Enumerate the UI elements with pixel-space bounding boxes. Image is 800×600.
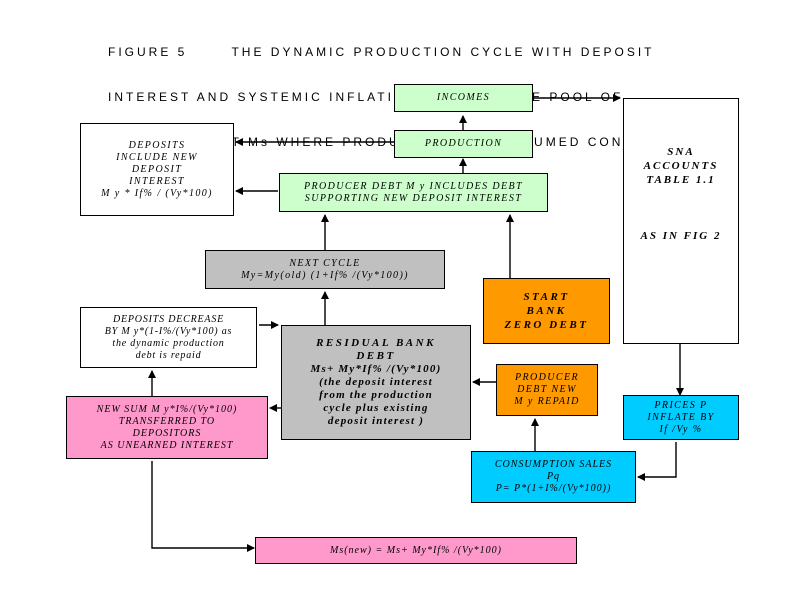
deposits-decrease-line-2: BY M y*(1-I%/(Vy*100) as <box>104 325 233 337</box>
production-label: PRODUCTION <box>424 138 503 149</box>
start-bank-box: START BANK ZERO DEBT <box>483 278 610 344</box>
sna-line-3: TABLE 1.1 <box>646 174 716 186</box>
residual-line-1: RESIDUAL BANK <box>316 337 436 349</box>
consumption-sales-box: CONSUMPTION SALES Pq P= P*(1+I%/(Vy*100)… <box>471 451 636 503</box>
sna-accounts-box: SNA ACCOUNTS TABLE 1.1 AS IN FIG 2 <box>623 98 739 344</box>
new-sum-line-4: AS UNEARNED INTEREST <box>100 439 234 451</box>
sna-line-4: AS IN FIG 2 <box>640 230 722 242</box>
producer-new-line-1: PRODUCER <box>515 372 579 383</box>
start-bank-line-1: START <box>523 291 570 303</box>
consumption-formula: P= P*(1+I%/(Vy*100)) <box>495 483 612 494</box>
producer-debt-line-2: SUPPORTING NEW DEPOSIT INTEREST <box>304 192 523 204</box>
residual-formula: Ms+ My*If% /(Vy*100) <box>310 363 442 375</box>
deposits-decrease-line-1: DEPOSITS DECREASE <box>112 313 225 325</box>
ms-new-box: Ms(new) = Ms+ My*If% /(Vy*100) <box>255 537 577 564</box>
start-bank-line-2: BANK <box>526 305 567 317</box>
new-sum-line-2: TRANSFERRED TO <box>118 415 216 427</box>
producer-new-line-2: DEBT NEW <box>517 384 577 395</box>
consumption-line-1: CONSUMPTION SALES <box>494 459 613 470</box>
sna-line-2: ACCOUNTS <box>643 160 719 172</box>
next-cycle-formula: My=My(old) (1+If% /(Vy*100)) <box>241 269 409 281</box>
deposits-formula: M y * If% / (Vy*100) <box>101 187 213 199</box>
title-line-2: INTEREST AND SYSTEMIC INFLATION SHOWING … <box>108 90 624 104</box>
new-sum-line-3: DEPOSITORS <box>132 427 202 439</box>
deposits-decrease-line-4: debt is repaid <box>135 349 202 361</box>
producer-debt-line-1: PRODUCER DEBT M y INCLUDES DEBT <box>303 180 524 192</box>
sna-line-1: SNA <box>667 146 695 158</box>
prices-line-3: If /Vy % <box>659 423 703 435</box>
deposits-line-2: INCLUDE NEW <box>116 151 198 163</box>
producer-debt-new-box: PRODUCER DEBT NEW M y REPAID <box>496 364 598 416</box>
new-sum-box: NEW SUM M y*I%/(Vy*100) TRANSFERRED TO D… <box>66 396 268 459</box>
residual-line-4: (the deposit interest <box>319 376 433 388</box>
deposits-line-4: INTEREST <box>129 175 185 187</box>
prices-box: PRICES P INFLATE BY If /Vy % <box>623 395 739 440</box>
arrow-prices-to-consumption <box>637 442 677 481</box>
title-line-1: FIGURE 5 THE DYNAMIC PRODUCTION CYCLE WI… <box>108 45 655 59</box>
residual-line-7: deposit interest ) <box>327 415 425 427</box>
deposits-decrease-line-3: the dynamic production <box>112 337 225 349</box>
ms-new-formula: Ms(new) = Ms+ My*If% /(Vy*100) <box>330 544 502 556</box>
producer-debt-box: PRODUCER DEBT M y INCLUDES DEBT SUPPORTI… <box>279 173 548 212</box>
deposits-decrease-box: DEPOSITS DECREASE BY M y*(1-I%/(Vy*100) … <box>80 307 257 368</box>
residual-line-2: DEBT <box>356 350 396 362</box>
deposits-line-1: DEPOSITS <box>128 139 186 151</box>
arrow-new-sum-to-ms-new <box>151 461 255 552</box>
residual-line-5: from the production <box>319 389 433 401</box>
consumption-line-2: Pq <box>546 471 561 482</box>
production-box: PRODUCTION <box>394 130 533 158</box>
incomes-box: INCOMES <box>394 84 533 112</box>
next-cycle-box: NEXT CYCLE My=My(old) (1+If% /(Vy*100)) <box>205 250 445 289</box>
prices-line-1: PRICES P <box>654 399 708 411</box>
start-bank-line-3: ZERO DEBT <box>504 319 589 331</box>
new-sum-line-1: NEW SUM M y*I%/(Vy*100) <box>96 403 238 415</box>
residual-bank-debt-box: RESIDUAL BANK DEBT Ms+ My*If% /(Vy*100) … <box>281 325 471 440</box>
residual-line-6: cycle plus existing <box>323 402 429 414</box>
incomes-label: INCOMES <box>436 92 491 103</box>
producer-new-line-3: M y REPAID <box>514 396 580 407</box>
prices-line-2: INFLATE BY <box>647 411 715 423</box>
deposits-box: DEPOSITS INCLUDE NEW DEPOSIT INTEREST M … <box>80 123 234 216</box>
next-cycle-line-1: NEXT CYCLE <box>289 257 361 269</box>
deposits-line-3: DEPOSIT <box>131 163 183 175</box>
